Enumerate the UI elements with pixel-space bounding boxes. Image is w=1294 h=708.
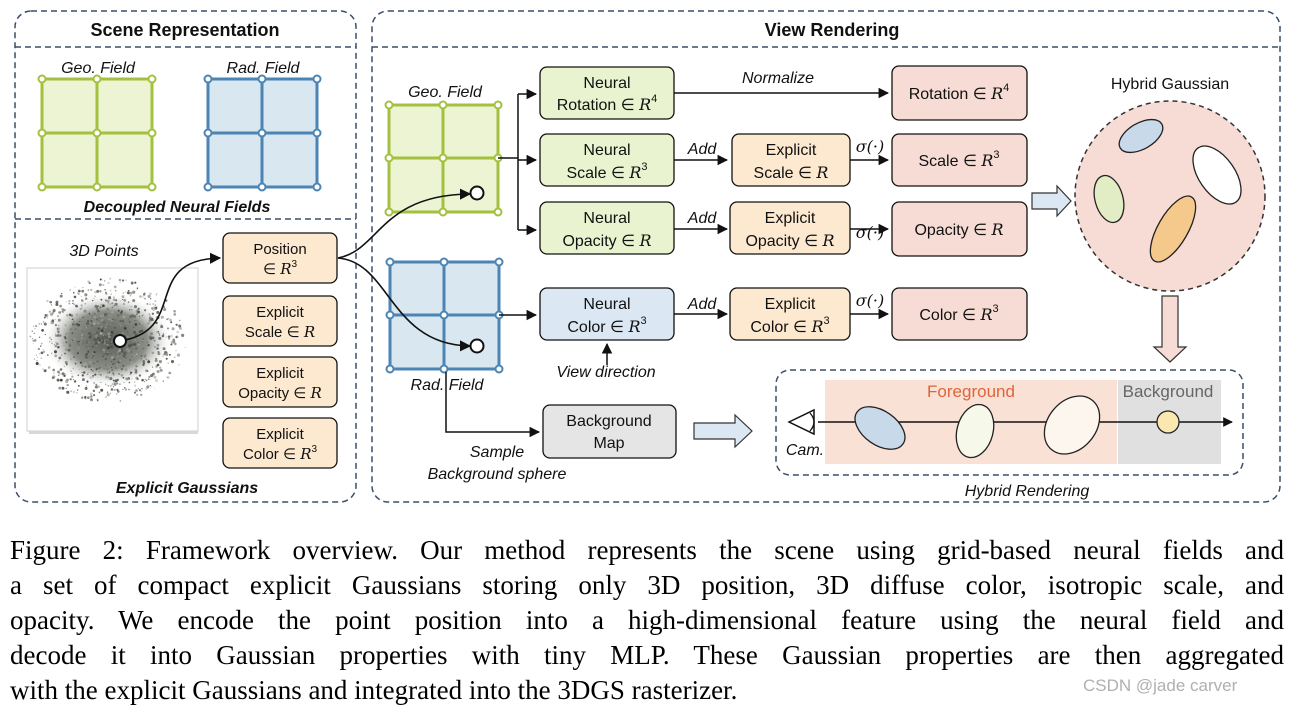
svg-text:Scale ∈ R: Scale ∈ R [245,323,315,341]
scale-output-box: Scale ∈ R3 [891,133,1028,187]
svg-text:Opacity ∈ R: Opacity ∈ R [745,231,834,250]
svg-text:Map: Map [593,435,624,452]
svg-text:Opacity ∈ R: Opacity ∈ R [238,384,322,402]
point-to-position-arrow [119,252,222,342]
scene-representation-panel: Scene Representation Geo. Field Rad. Fie… [14,10,357,503]
svg-text:Scale ∈ R: Scale ∈ R [754,163,829,182]
add-opacity-label: Add [687,210,718,227]
sigma-color-label: σ(·) [856,291,885,310]
explicit-scale-box-right: Explicit Scale ∈ R [731,133,851,187]
foreground-gaussian-3 [1043,395,1101,455]
rotation-output-box: Rotation ∈ R4 [891,65,1028,121]
foreground-gaussian-1 [854,406,906,450]
svg-text:Rotation ∈ R4: Rotation ∈ R4 [909,82,1010,103]
svg-text:Explicit: Explicit [765,210,816,227]
explicit-scale-box-left: Explicit Scale ∈ R [222,295,338,347]
explicit-gaussians-label: Explicit Gaussians [116,480,258,497]
svg-text:Explicit: Explicit [256,304,304,321]
svg-text:Explicit: Explicit [765,296,816,313]
explicit-color-box-left: Explicit Color ∈ R3 [222,417,338,469]
view-rendering-panel: View Rendering Geo. Field Rad. Field [337,10,1281,503]
svg-text:Position: Position [253,241,306,258]
svg-text:∈ R3: ∈ R3 [263,259,298,278]
svg-text:Opacity ∈ R: Opacity ∈ R [562,231,651,250]
position-to-geo-arrow [337,188,472,259]
svg-text:Explicit: Explicit [256,365,304,382]
neural-scale-box: Neural Scale ∈ R3 [539,133,675,187]
scene-representation-title: Scene Representation [90,20,279,40]
svg-text:Explicit: Explicit [256,426,304,443]
view-rendering-title: View Rendering [765,20,900,40]
neural-opacity-box: Neural Opacity ∈ R [539,201,675,255]
explicit-opacity-box-right: Explicit Opacity ∈ R [729,201,851,255]
background-map-box: Background Map [542,404,677,459]
svg-text:Neural: Neural [583,296,630,313]
point-cloud-image [26,267,199,434]
hybrid-rendering-label: Hybrid Rendering [965,483,1090,500]
scene-rad-field-label: Rad. Field [227,60,301,77]
svg-text:Color ∈ R3: Color ∈ R3 [567,315,646,336]
hybrid-gaussian-label: Hybrid Gaussian [1111,76,1229,93]
sigma-scale-label: σ(·) [856,137,885,156]
explicit-color-box-right: Explicit Color ∈ R3 [729,287,851,341]
scene-geo-field-label: Geo. Field [61,60,136,77]
geo-sample-point [469,185,485,201]
background-label: Background [1123,382,1214,401]
svg-text:Neural: Neural [583,142,630,159]
svg-text:Color ∈ R3: Color ∈ R3 [919,303,998,324]
add-scale-label: Add [687,141,718,158]
add-color-label: Add [687,296,718,313]
svg-text:Color ∈ R3: Color ∈ R3 [750,315,829,336]
sample-label: Sample [470,444,524,461]
opacity-output-box: Opacity ∈ R [891,201,1028,257]
sigma-opacity-label: σ(·) [856,223,885,242]
svg-text:Scale ∈ R3: Scale ∈ R3 [918,149,999,170]
to-rendering-block-arrow [1152,295,1188,363]
svg-text:Rotation ∈ R4: Rotation ∈ R4 [557,93,658,114]
position-box: Position ∈ R3 [222,232,338,284]
normalize-label: Normalize [742,70,814,87]
color-output-box: Color ∈ R3 [891,287,1028,341]
neural-color-box: Neural Color ∈ R3 [539,287,675,341]
svg-text:Neural: Neural [583,210,630,227]
scene-geo-grid [37,74,157,192]
geo-branch-arrows [498,88,538,321]
figure-caption: Figure 2: Framework overview. Our method… [10,533,1284,708]
view-geo-grid [384,100,503,217]
view-geo-field-label: Geo. Field [408,84,483,101]
rad-sample-point [469,338,485,354]
caption-line: a set of compact explicit Gaussians stor… [10,570,1284,600]
background-sample-point [1156,410,1180,434]
cam-label: Cam. [786,442,824,459]
position-to-rad-arrow [337,257,472,352]
3d-points-label: 3D Points [69,243,138,260]
foreground-label: Foreground [927,382,1015,401]
svg-text:Color ∈ R3: Color ∈ R3 [243,444,318,463]
caption-line: opacity. We encode the point position in… [10,605,1284,635]
hybrid-gaussian-sphere [1074,100,1266,292]
svg-text:Neural: Neural [583,75,630,92]
framework-diagram: Scene Representation Geo. Field Rad. Fie… [14,10,1281,503]
svg-text:Background: Background [566,413,651,430]
caption-line: Figure 2: Framework overview. Our method… [10,535,1284,565]
hybrid-rendering-panel: Foreground Background Cam. [775,369,1244,476]
neural-rotation-box: Neural Rotation ∈ R4 [539,66,675,120]
caption-line: with the explicit Gaussians and integrat… [10,675,738,705]
scene-rad-grid [203,74,322,192]
svg-text:Scale ∈ R3: Scale ∈ R3 [566,161,647,182]
view-rad-field-label: Rad. Field [411,377,485,394]
foreground-gaussian-2 [955,403,995,459]
to-hybrid-block-arrow [1031,184,1072,218]
background-block-arrow [693,413,753,449]
background-sphere-label: Background sphere [428,466,567,483]
svg-text:Opacity ∈ R: Opacity ∈ R [914,220,1003,239]
view-direction-label: View direction [556,364,655,381]
caption-line: decode it into Gaussian properties with … [10,640,1284,670]
sample-point-marker [113,334,127,348]
explicit-opacity-box-left: Explicit Opacity ∈ R [222,356,338,408]
watermark: CSDN @jade carver [1083,676,1238,695]
decoupled-neural-fields-label: Decoupled Neural Fields [84,199,271,216]
rad-to-background-arrow [445,372,541,438]
svg-text:Explicit: Explicit [766,142,817,159]
